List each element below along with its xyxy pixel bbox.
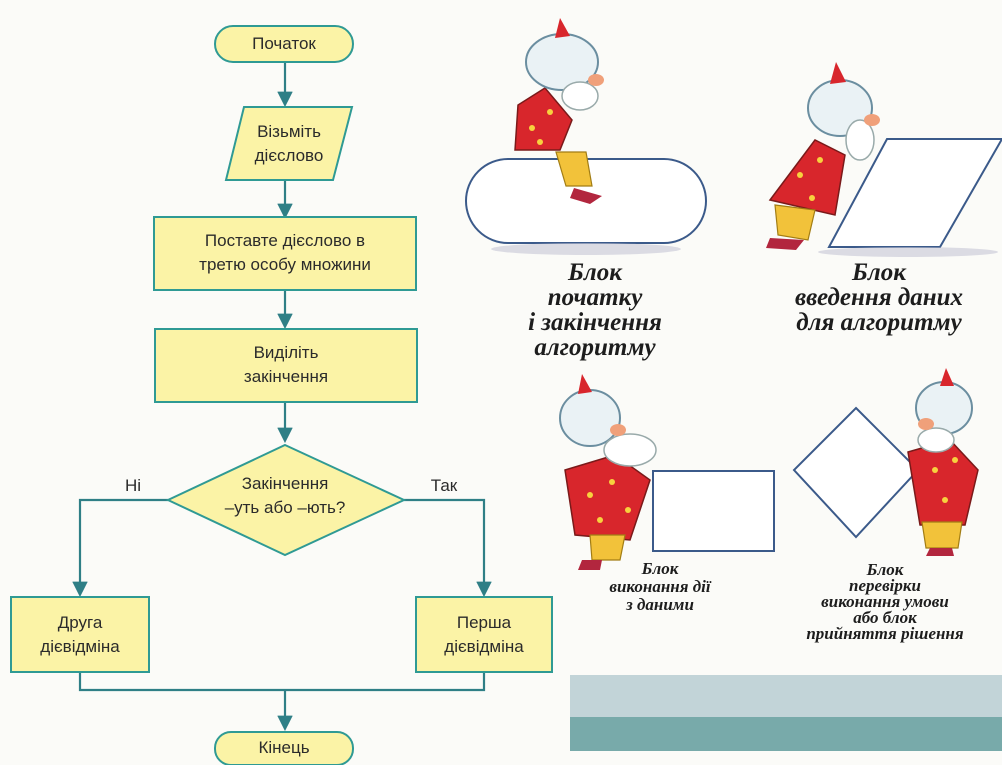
decision-caption-line1: Блок <box>866 560 904 579</box>
second-conjugation-block <box>10 596 150 673</box>
input-caption-line1: Блок <box>852 259 906 286</box>
process-third-person-line2: третю особу множини <box>199 255 371 274</box>
decision-caption-line3: виконання умови <box>821 592 949 611</box>
decorative-band-light <box>570 675 1002 717</box>
input-caption-line2: введення даних <box>794 284 964 311</box>
first-conjugation-block <box>415 596 553 673</box>
terminal-caption-line4: алгоритму <box>534 334 656 361</box>
decision-line2: –уть або –ють? <box>224 498 346 517</box>
first-conjugation-line2: дієвідміна <box>444 637 524 656</box>
second-conjugation-line1: Друга <box>57 613 103 632</box>
decision-caption-line2: перевірки <box>849 576 921 595</box>
process-caption-line3: з даними <box>626 595 694 614</box>
input-legend-illustration <box>766 62 1002 257</box>
start-terminal <box>214 25 354 63</box>
yes-branch-label: Так <box>430 476 458 495</box>
process-third-person-label: Поставте дієслово в третю особу множини <box>154 229 416 277</box>
input-block-line1: Візьміть <box>257 122 321 141</box>
decision-caption-line5: прийняття рішення <box>806 624 964 643</box>
process-block-ending <box>154 328 418 403</box>
first-conjugation-line1: Перша <box>456 613 512 632</box>
decorative-band-dark <box>570 717 1002 751</box>
decision-block <box>165 443 407 557</box>
second-conjugation-label: Друга дієвідміна <box>11 611 149 659</box>
terminal-caption-line3: і закінчення <box>528 309 662 336</box>
decision-legend-illustration <box>792 368 979 556</box>
process-ending-label: Виділіть закінчення <box>155 341 417 389</box>
process-caption-line2: виконання дії <box>609 577 711 596</box>
process-block-third-person <box>153 216 417 291</box>
end-label: Кінець <box>258 738 310 757</box>
no-branch-label: Ні <box>124 476 142 495</box>
terminal-legend-caption: Блок початку і закінчення алгоритму <box>480 260 710 360</box>
terminal-caption-line2: початку <box>547 284 643 311</box>
process-third-person-line1: Поставте дієслово в <box>204 231 366 250</box>
input-block <box>224 106 354 181</box>
start-label: Початок <box>252 34 316 53</box>
process-ending-line2: закінчення <box>243 367 329 386</box>
process-legend-illustration <box>559 374 775 570</box>
terminal-legend-illustration <box>465 18 707 255</box>
decision-label: Закінчення –уть або –ють? <box>188 472 382 520</box>
process-caption-line1: Блок <box>641 559 679 578</box>
decision-line1: Закінчення <box>241 474 329 493</box>
first-conjugation-label: Перша дієвідміна <box>416 611 552 659</box>
input-block-line2: дієслово <box>254 146 324 165</box>
process-ending-line1: Виділіть <box>253 343 319 362</box>
terminal-caption-line1: Блок <box>568 259 622 286</box>
end-terminal <box>214 731 354 765</box>
input-caption-line3: для алгоритму <box>796 309 962 336</box>
decision-legend-caption: Блок перевірки виконання умови або блок … <box>770 560 1000 643</box>
decision-caption-line4: або блок <box>853 608 917 627</box>
input-legend-caption: Блок введення даних для алгоритму <box>756 260 1002 335</box>
flow-connectors <box>72 62 492 732</box>
input-block-label: Візьміть дієслово <box>226 120 352 168</box>
process-legend-caption: Блок виконання дії з даними <box>580 560 740 614</box>
second-conjugation-line2: дієвідміна <box>40 637 120 656</box>
